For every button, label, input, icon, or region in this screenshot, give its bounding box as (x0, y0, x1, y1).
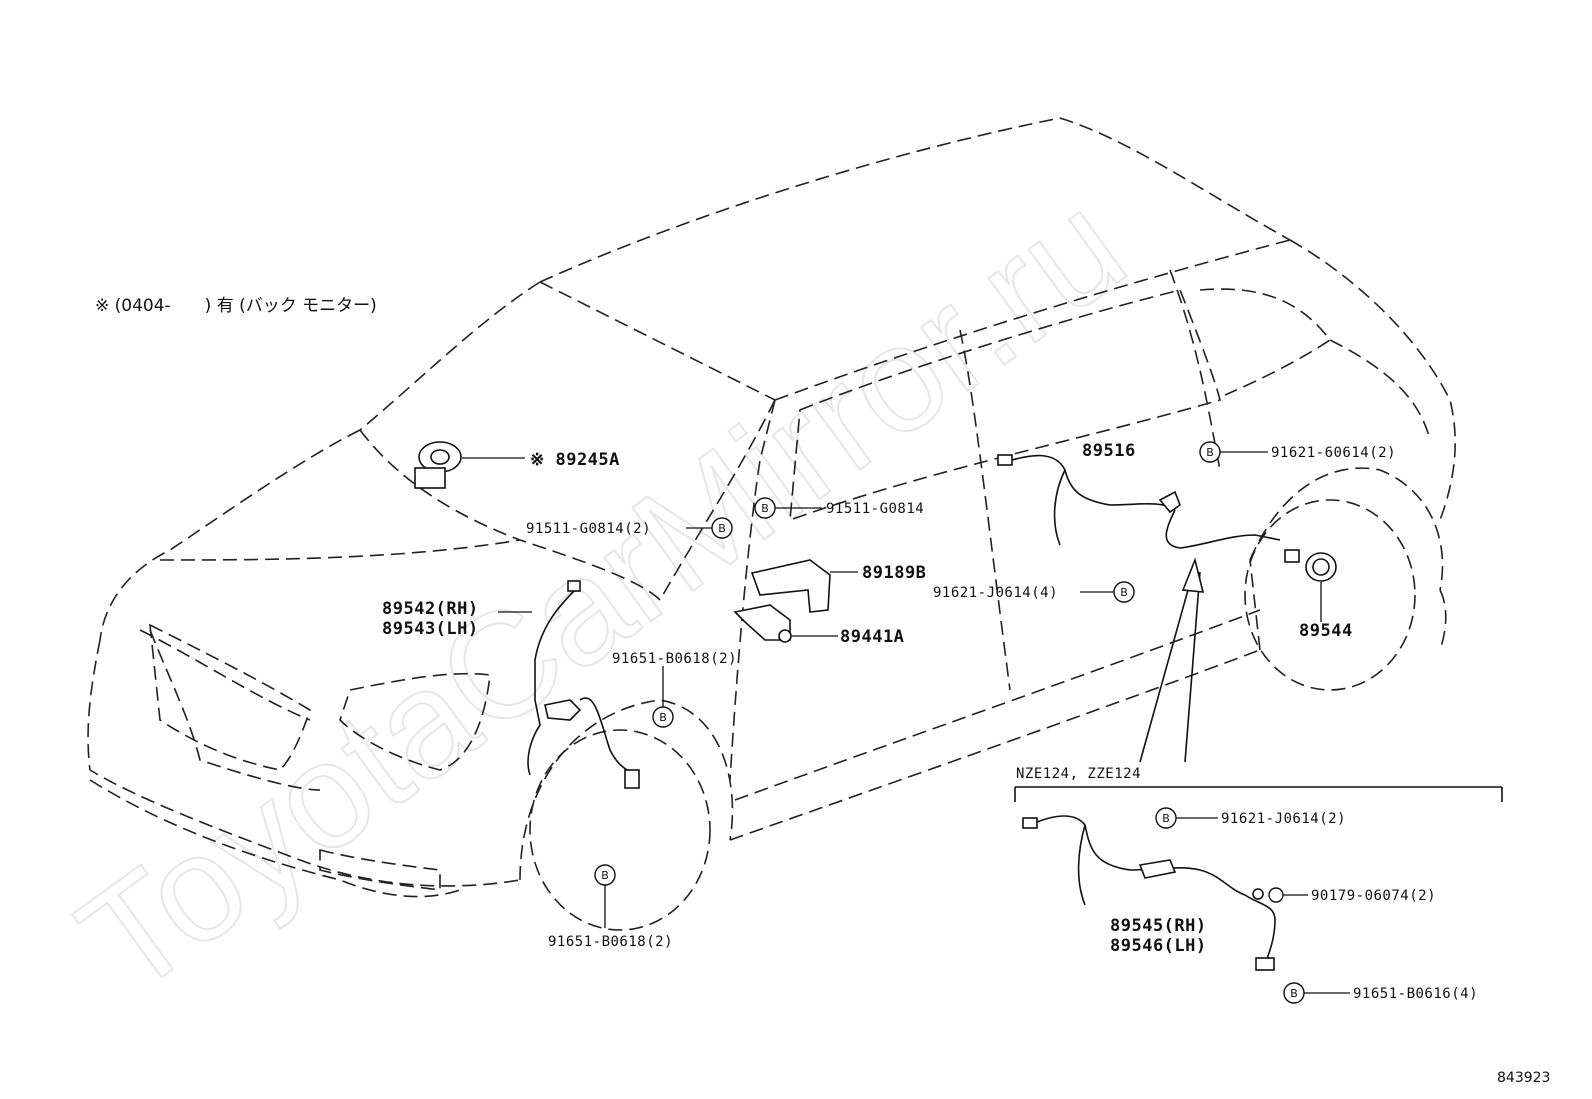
bolt-91651-B0618-bottom[interactable]: B (594, 864, 616, 928)
label-91511-G0814-left[interactable]: 91511-G0814(2) (526, 521, 651, 537)
inset-harness[interactable] (1022, 815, 1276, 971)
svg-text:B: B (1206, 446, 1214, 459)
svg-text:B: B (1290, 987, 1298, 1000)
variant-heading: NZE124, ZZE124 (1016, 766, 1141, 782)
label-89441A[interactable]: 89441A (840, 627, 904, 647)
bolt-91621-60614[interactable]: B (1199, 441, 1268, 463)
car-outline (87, 117, 1456, 931)
bolt-91621-J0614-4[interactable]: B (1080, 581, 1135, 603)
bolt-91621-J0614-2[interactable]: B (1155, 807, 1218, 829)
label-91651-B0618-bottom[interactable]: 91651-B0618(2) (548, 934, 673, 950)
label-89546[interactable]: 89546(LH) (1110, 936, 1207, 956)
svg-text:B: B (761, 502, 769, 515)
back-monitor-camera-part[interactable] (414, 441, 525, 489)
label-89543[interactable]: 89543(LH) (382, 619, 479, 639)
height-control-sensor-part[interactable] (733, 604, 838, 643)
sensor-bracket-part[interactable] (750, 559, 858, 613)
availability-note: ※ (0404- ) 有 (バック モニター) (95, 296, 377, 316)
inset-callout-arrows (1139, 557, 1205, 763)
bolt-91511-G0814-left[interactable]: B (686, 517, 733, 539)
svg-text:B: B (601, 869, 609, 882)
svg-text:B: B (1120, 586, 1128, 599)
bolt-91511-G0814-right[interactable]: B (754, 497, 822, 519)
label-91651-B0616[interactable]: 91651-B0616(4) (1353, 986, 1478, 1002)
label-91621-J0614-4[interactable]: 91621-J0614(4) (933, 585, 1058, 601)
label-91511-G0814-right[interactable]: 91511-G0814 (826, 501, 924, 517)
nut-90179-06074[interactable] (1268, 887, 1308, 903)
label-89544[interactable]: 89544 (1299, 621, 1353, 641)
label-89245A[interactable]: ※ 89245A (530, 450, 620, 470)
diagram-id: 843923 (1497, 1070, 1550, 1086)
bolt-91651-B0618-top[interactable]: B (652, 666, 674, 728)
rear-speed-sensor-harness[interactable] (997, 454, 1300, 563)
front-speed-sensor-harness[interactable] (498, 580, 640, 789)
label-89542[interactable]: 89542(RH) (382, 599, 479, 619)
variant-inset: NZE124, ZZE124 (1014, 766, 1503, 971)
svg-text:B: B (659, 711, 667, 724)
svg-text:B: B (718, 522, 726, 535)
bolt-markers: B B B B B B B B (594, 441, 1350, 1004)
label-90179-06074[interactable]: 90179-06074(2) (1311, 888, 1436, 904)
label-91621-J0614-2[interactable]: 91621-J0614(2) (1221, 811, 1346, 827)
svg-text:B: B (1162, 812, 1170, 825)
rear-sensor-rotor-part[interactable] (1305, 552, 1337, 622)
label-89189B[interactable]: 89189B (862, 563, 926, 583)
label-89516[interactable]: 89516 (1082, 441, 1136, 461)
bolt-91651-B0616[interactable]: B (1283, 982, 1350, 1004)
label-89545[interactable]: 89545(RH) (1110, 916, 1207, 936)
label-91621-60614[interactable]: 91621-60614(2) (1271, 445, 1396, 461)
label-91651-B0618-top[interactable]: 91651-B0618(2) (612, 651, 737, 667)
